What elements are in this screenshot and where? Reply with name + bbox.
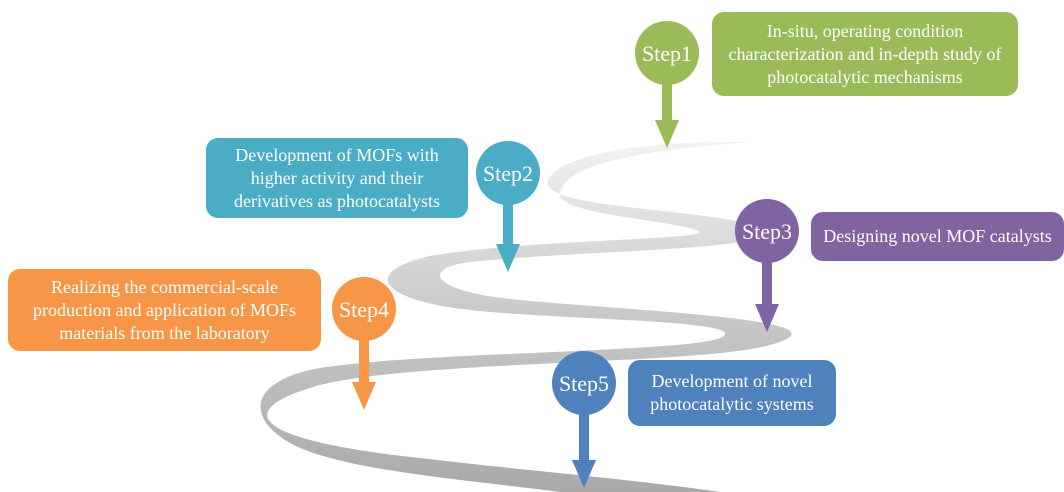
step3-description: Designing novel MOF catalysts xyxy=(823,226,1052,246)
step5-pin-arrowhead xyxy=(572,460,596,488)
step1-description-box: In-situ, operating condition characteriz… xyxy=(712,12,1018,96)
step2-description: Development of MOFs with higher activity… xyxy=(234,144,440,211)
step4-description-box: Realizing the commercial-scale productio… xyxy=(8,269,321,351)
step5-pin-stem xyxy=(579,411,589,462)
step3-pin xyxy=(735,199,799,332)
step5-pin-label: Step5 xyxy=(558,371,610,396)
step5-description-box: Development of novel photocatalytic syst… xyxy=(628,360,836,426)
step1-pin-head xyxy=(635,21,699,85)
step3-pin-arrowhead xyxy=(755,304,779,332)
step1-pin-stem xyxy=(662,81,672,122)
step1-description: In-situ, operating condition characteriz… xyxy=(728,20,1002,87)
step2-pin-label: Step2 xyxy=(482,161,534,186)
step2-pin-arrowhead xyxy=(496,244,520,272)
step3-description-box: Designing novel MOF catalysts xyxy=(811,212,1064,261)
step4-pin-arrowhead xyxy=(352,382,376,410)
step4-pin-stem xyxy=(359,337,369,384)
step5-pin xyxy=(552,351,616,488)
step1-pin xyxy=(635,21,699,148)
step3-pin-stem xyxy=(762,259,772,306)
step2-pin-stem xyxy=(503,201,513,246)
winding-road xyxy=(260,141,792,492)
step1-pin-arrowhead xyxy=(655,120,679,148)
step5-description: Development of novel photocatalytic syst… xyxy=(650,371,814,414)
step1-pin-label: Step1 xyxy=(641,41,693,66)
step4-description: Realizing the commercial-scale productio… xyxy=(33,276,296,343)
step2-description-box: Development of MOFs with higher activity… xyxy=(206,138,468,218)
step3-pin-head xyxy=(735,199,799,263)
step4-pin xyxy=(332,277,396,410)
step2-pin-head xyxy=(476,141,540,205)
step4-pin-head xyxy=(332,277,396,341)
step3-pin-label: Step3 xyxy=(741,219,793,244)
step2-pin xyxy=(476,141,540,272)
step4-pin-label: Step4 xyxy=(338,297,390,322)
step5-pin-head xyxy=(552,351,616,415)
